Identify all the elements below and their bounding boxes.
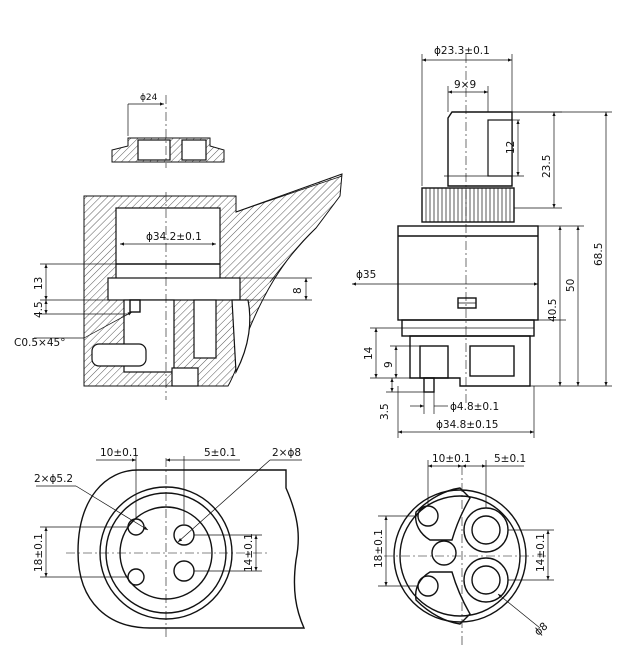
dim-50: 50 <box>565 279 577 292</box>
dim-br-18: 18±0.1 <box>373 529 385 568</box>
dim-40-5: 40.5 <box>547 299 559 322</box>
dim-3-5: 3.5 <box>379 403 391 420</box>
dim-13: 13 <box>33 277 45 290</box>
dim-d34-2: ϕ34.2±0.1 <box>146 231 202 243</box>
dim-bl-2x5-2: 2×ϕ5.2 <box>34 473 73 485</box>
dim-68-5: 68.5 <box>593 243 605 266</box>
dim-d34-8: ϕ34.8±0.15 <box>436 419 498 431</box>
housing-top-view <box>66 458 306 640</box>
dim-d35: ϕ35 <box>356 269 376 281</box>
dim-14: 14 <box>363 346 375 360</box>
dim-d24: ϕ24 <box>140 93 158 103</box>
dim-4-5: 4.5 <box>33 301 45 318</box>
dim-bl-18: 18±0.1 <box>33 533 45 572</box>
dim-12: 12 <box>505 141 517 154</box>
dim-8: 8 <box>292 287 304 294</box>
knurl-lines <box>425 188 511 222</box>
dim-br-14: 14±0.1 <box>535 533 547 572</box>
dim-bl-14: 14±0.1 <box>243 533 255 572</box>
seat-ring <box>111 95 225 168</box>
cartridge-side-view <box>397 54 539 404</box>
dim-bl-5: 5±0.1 <box>204 447 236 459</box>
cartridge-bottom-view <box>384 466 548 646</box>
dim-9: 9 <box>383 361 395 368</box>
dim-bl-10: 10±0.1 <box>100 447 139 459</box>
dim-9x9: 9×9 <box>454 79 476 91</box>
dim-br-5: 5±0.1 <box>494 453 526 465</box>
dim-d23-3: ϕ23.3±0.1 <box>434 45 490 57</box>
housing-body <box>83 173 343 387</box>
dim-bl-2x8: 2×ϕ8 <box>272 447 301 459</box>
housing-section-view: ϕ24 ϕ34.2±0.1 13 4.5 <box>14 93 343 400</box>
dim-23-5: 23.5 <box>541 155 553 178</box>
dim-chamfer: C0.5×45° <box>14 337 65 349</box>
dim-br-10: 10±0.1 <box>432 453 471 465</box>
dim-d4-8: ϕ4.8±0.1 <box>450 401 499 413</box>
dim-br-d8: ϕ8 <box>532 620 550 638</box>
